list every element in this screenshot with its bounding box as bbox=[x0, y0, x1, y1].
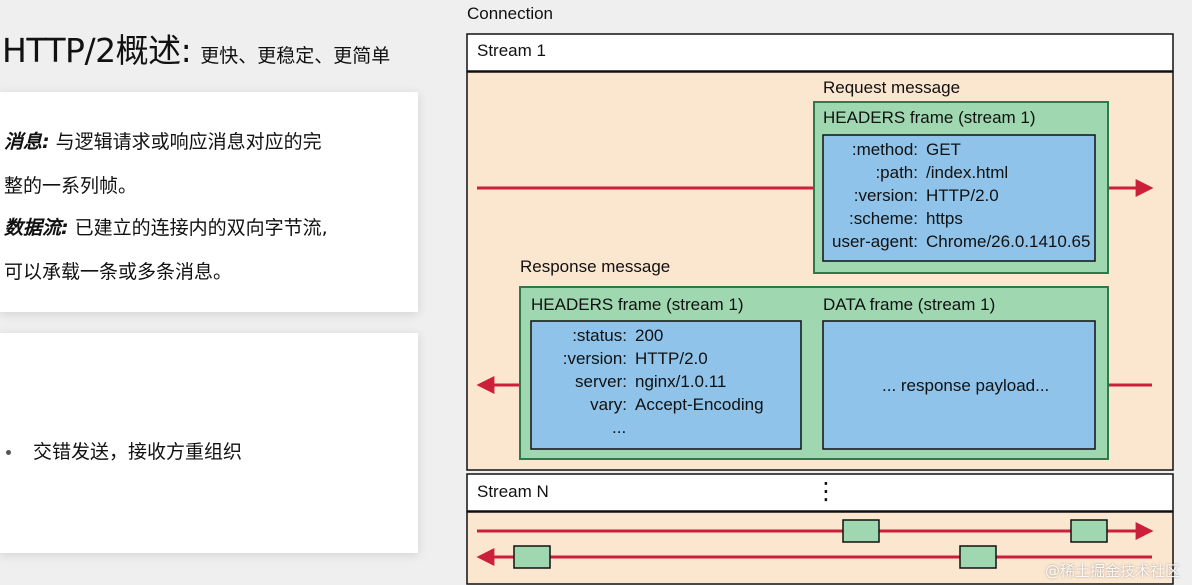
response-headers-frame-label: HEADERS frame (stream 1) bbox=[531, 295, 744, 314]
slide-title-sub: 更快、更稳定、更简单 bbox=[200, 45, 391, 67]
slide-title-main: HTTP/2概述 bbox=[2, 31, 181, 70]
definition-text-stream-2: 可以承载一条或多条消息。 bbox=[4, 261, 233, 283]
streamN-label: Stream N bbox=[477, 482, 549, 501]
response-header-ellipsis: ... bbox=[612, 418, 627, 437]
response-message-label: Response message bbox=[520, 257, 671, 276]
response-header-value: nginx/1.0.11 bbox=[635, 372, 727, 391]
streamN-frame-1 bbox=[842, 519, 880, 543]
streamN-frame-4 bbox=[959, 545, 997, 569]
data-frame-label: DATA frame (stream 1) bbox=[823, 295, 996, 314]
stream1-header-bar bbox=[466, 33, 1174, 72]
connection-label: Connection bbox=[467, 4, 554, 23]
request-header-key: :path: bbox=[875, 163, 918, 182]
definition-term-stream: 数据流: bbox=[4, 217, 69, 239]
definition-stream-line-1: 数据流: 已建立的连接内的双向字节流, bbox=[4, 216, 328, 241]
streamN-frame-3 bbox=[513, 545, 551, 569]
definition-message-line-1: 消息: 与逻辑请求或响应消息对应的完 bbox=[4, 130, 322, 155]
slide-title: HTTP/2概述: 更快、更稳定、更简单 bbox=[2, 24, 390, 72]
response-header-key: :status: bbox=[572, 326, 627, 345]
bullet-item: 交错发送，接收方重组织 bbox=[6, 437, 242, 464]
request-message-label: Request message bbox=[823, 78, 961, 97]
response-header-value: HTTP/2.0 bbox=[635, 349, 708, 368]
request-header-key: :version: bbox=[853, 186, 918, 205]
response-header-value: 200 bbox=[635, 326, 664, 345]
definition-message-line-2: 整的一系列帧。 bbox=[4, 174, 137, 199]
request-header-value: /index.html bbox=[926, 163, 1009, 182]
definition-text-stream-1: 已建立的连接内的双向字节流, bbox=[74, 217, 328, 239]
bullet-text: 交错发送，接收方重组织 bbox=[33, 441, 243, 463]
request-header-key: user-agent: bbox=[832, 232, 918, 251]
request-header-value: https bbox=[926, 209, 963, 228]
definitions-card: 消息: 与逻辑请求或响应消息对应的完 整的一系列帧。 数据流: 已建立的连接内的… bbox=[0, 92, 418, 312]
stream1-label: Stream 1 bbox=[477, 41, 546, 60]
response-headers-payload bbox=[530, 320, 802, 450]
response-header-value: Accept-Encoding bbox=[635, 395, 764, 414]
slide-title-colon: : bbox=[180, 31, 192, 70]
request-headers-frame-label: HEADERS frame (stream 1) bbox=[823, 108, 1036, 127]
definition-term-message: 消息: bbox=[4, 131, 50, 153]
response-header-key: server: bbox=[575, 372, 627, 391]
definition-text-message-2: 整的一系列帧。 bbox=[4, 175, 138, 197]
data-frame-payload bbox=[822, 320, 1096, 450]
watermark: @稀土掘金技术社区 bbox=[1044, 562, 1180, 580]
definition-stream-line-2: 可以承载一条或多条消息。 bbox=[4, 260, 232, 285]
response-header-key: :version: bbox=[562, 349, 627, 368]
streamN-body bbox=[466, 511, 1174, 585]
request-headers-payload bbox=[822, 134, 1096, 262]
bullet-dot bbox=[6, 450, 11, 455]
vertical-ellipsis-icon: ⋮ bbox=[814, 478, 838, 505]
streamN-header-bar bbox=[466, 473, 1174, 512]
request-header-key: :scheme: bbox=[849, 209, 918, 228]
bullet-card bbox=[0, 333, 418, 553]
response-header-key: vary: bbox=[590, 395, 627, 414]
streamN-frame-2 bbox=[1070, 519, 1108, 543]
data-payload-text: ... response payload... bbox=[882, 376, 1050, 395]
request-header-key: :method: bbox=[851, 140, 918, 159]
request-header-value: Chrome/26.0.1410.65 bbox=[926, 232, 1091, 251]
definition-text-message-1: 与逻辑请求或响应消息对应的完 bbox=[55, 131, 322, 153]
request-header-value: HTTP/2.0 bbox=[926, 186, 999, 205]
request-header-value: GET bbox=[926, 140, 961, 159]
